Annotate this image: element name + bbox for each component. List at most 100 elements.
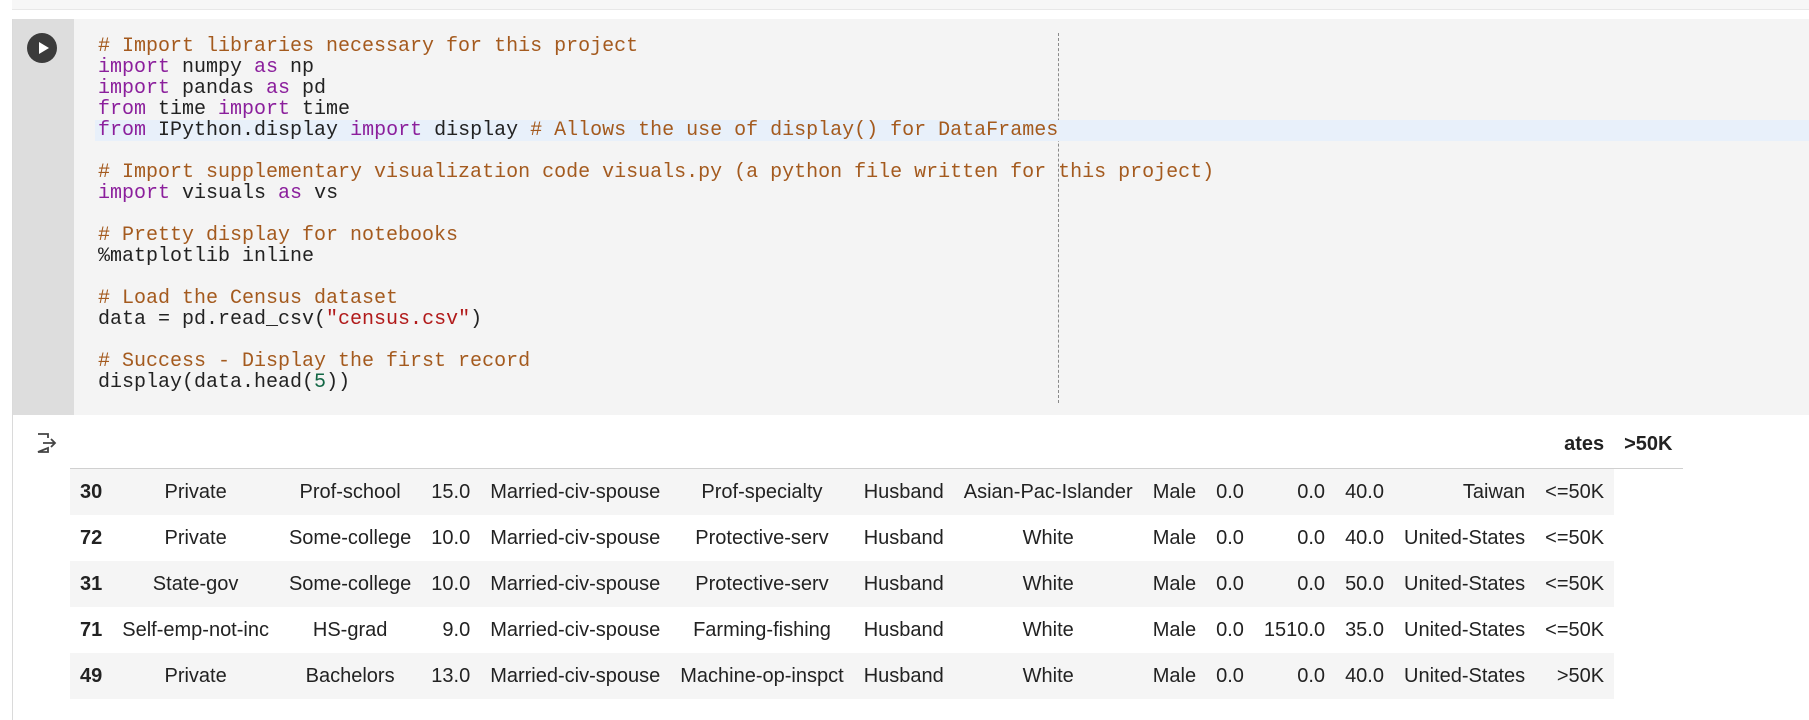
table-cell: Private — [164, 526, 227, 549]
code-editor[interactable]: # Import libraries necessary for this pr… — [74, 19, 1809, 415]
line-length-ruler — [1058, 33, 1059, 403]
cell-gutter — [13, 19, 74, 415]
code-token-plain: data = pd.read_csv( — [98, 308, 327, 331]
table-cell: Prof-specialty — [670, 468, 854, 515]
output-clear-icon[interactable] — [34, 431, 58, 455]
code-token-num: 5 — [314, 371, 327, 394]
table-cell: Male — [1142, 561, 1207, 607]
table-cell: 1510.0 — [1263, 618, 1326, 641]
table-cell: United-States — [1394, 561, 1536, 607]
code-line[interactable]: # Import libraries necessary for this pr… — [98, 36, 1214, 57]
row-index-cell: 72 — [80, 526, 103, 549]
code-line[interactable]: import pandas as pd — [98, 78, 1214, 99]
code-token-comment: # Pretty display for notebooks — [98, 224, 459, 247]
code-token-kw: import — [350, 119, 423, 142]
table-cell: 0.0 — [1206, 561, 1254, 607]
row-index-cell: 71 — [80, 618, 103, 641]
table-cell: Self-emp-not-inc — [122, 618, 269, 641]
code-line[interactable]: # Pretty display for notebooks — [98, 225, 1214, 246]
code-token-kw: from — [98, 98, 147, 121]
table-cell: Husband — [853, 653, 954, 699]
table-header-row: ates>50K — [70, 420, 1683, 469]
code-token-kw: as — [266, 77, 291, 100]
table-cell: Some-college — [278, 561, 422, 607]
code-token-plain: pd — [290, 77, 327, 100]
column-header — [1142, 420, 1207, 469]
table-cell: Protective-serv — [670, 561, 854, 607]
code-line[interactable] — [98, 204, 1214, 225]
column-header — [953, 420, 1143, 469]
table-cell: Male — [1152, 618, 1197, 641]
column-header — [1206, 420, 1254, 469]
table-cell: Married-civ-spouse — [480, 468, 671, 515]
table-cell: 40.0 — [1335, 468, 1394, 515]
code-token-plain: np — [278, 56, 315, 79]
run-cell-button[interactable] — [27, 33, 57, 63]
table-cell: 0.0 — [1216, 526, 1244, 549]
table-cell: White — [1022, 618, 1074, 641]
code-text[interactable]: # Import libraries necessary for this pr… — [94, 36, 1809, 393]
table-cell: State-gov — [112, 561, 279, 607]
code-line[interactable] — [98, 330, 1214, 351]
table-cell: 0.0 — [1206, 468, 1254, 515]
table-cell: <=50K — [1535, 468, 1615, 515]
table-cell: Prof-school — [278, 468, 422, 515]
code-line[interactable]: # Success - Display the first record — [98, 351, 1214, 372]
code-line[interactable]: # Import supplementary visualization cod… — [98, 162, 1214, 183]
code-line[interactable]: display(data.head(5)) — [98, 372, 1214, 393]
code-token-comment: # Success - Display the first record — [98, 350, 531, 373]
table-cell: White — [953, 653, 1143, 699]
code-line[interactable]: from IPython.display import display # Al… — [94, 119, 1809, 142]
table-cell: Asian-Pac-Islander — [953, 468, 1143, 515]
code-line[interactable]: from time import time — [98, 99, 1214, 120]
code-token-plain: vs — [302, 182, 339, 205]
code-line[interactable]: %matplotlib inline — [98, 246, 1214, 267]
table-cell: Taiwan — [1394, 468, 1536, 515]
code-line[interactable] — [98, 267, 1214, 288]
column-header — [1394, 420, 1536, 469]
table-cell: White — [1022, 526, 1074, 549]
code-token-kw: import — [98, 56, 171, 79]
code-token-kw: from — [98, 119, 147, 142]
code-token-plain: visuals — [170, 182, 279, 205]
code-token-plain: display — [422, 119, 531, 142]
table-cell: Husband — [853, 561, 954, 607]
column-header — [670, 420, 854, 469]
table-cell: 10.0 — [421, 561, 481, 607]
code-token-comment: # Load the Census dataset — [98, 287, 399, 310]
table-cell: United-States — [1394, 653, 1536, 699]
table-cell: <=50K — [1545, 618, 1605, 641]
table-cell: Bachelors — [278, 653, 422, 699]
row-index-cell: 49 — [70, 653, 113, 699]
table-cell: Husband — [863, 526, 944, 549]
table-cell: HS-grad — [312, 618, 388, 641]
previous-cell-edge — [12, 0, 1809, 10]
table-cell: Protective-serv — [695, 526, 829, 549]
code-line[interactable]: # Load the Census dataset — [98, 288, 1214, 309]
code-token-comment: # Allows the use of display() for DataFr… — [530, 119, 1059, 142]
table-cell: Married-civ-spouse — [490, 618, 661, 641]
code-line[interactable]: data = pd.read_csv("census.csv") — [98, 309, 1214, 330]
table-cell: Farming-fishing — [693, 618, 831, 641]
table-cell: 0.0 — [1206, 653, 1254, 699]
code-cell[interactable]: # Import libraries necessary for this pr… — [12, 19, 1809, 720]
code-token-plain: )) — [326, 371, 351, 394]
table-cell: United-States — [1404, 618, 1526, 641]
code-token-kw: import — [98, 182, 171, 205]
table-cell: Husband — [853, 468, 954, 515]
table-cell: Male — [1142, 653, 1207, 699]
table-cell: Male — [1152, 526, 1197, 549]
code-line[interactable]: import visuals as vs — [98, 183, 1214, 204]
code-token-plain: ) — [470, 308, 483, 331]
row-index-cell: 30 — [70, 468, 113, 515]
code-token-kw: as — [278, 182, 303, 205]
play-icon — [39, 42, 49, 54]
code-token-kw: import — [98, 77, 171, 100]
code-token-plain: time — [146, 98, 219, 121]
code-line[interactable]: import numpy as np — [98, 57, 1214, 78]
code-line[interactable] — [98, 141, 1214, 162]
